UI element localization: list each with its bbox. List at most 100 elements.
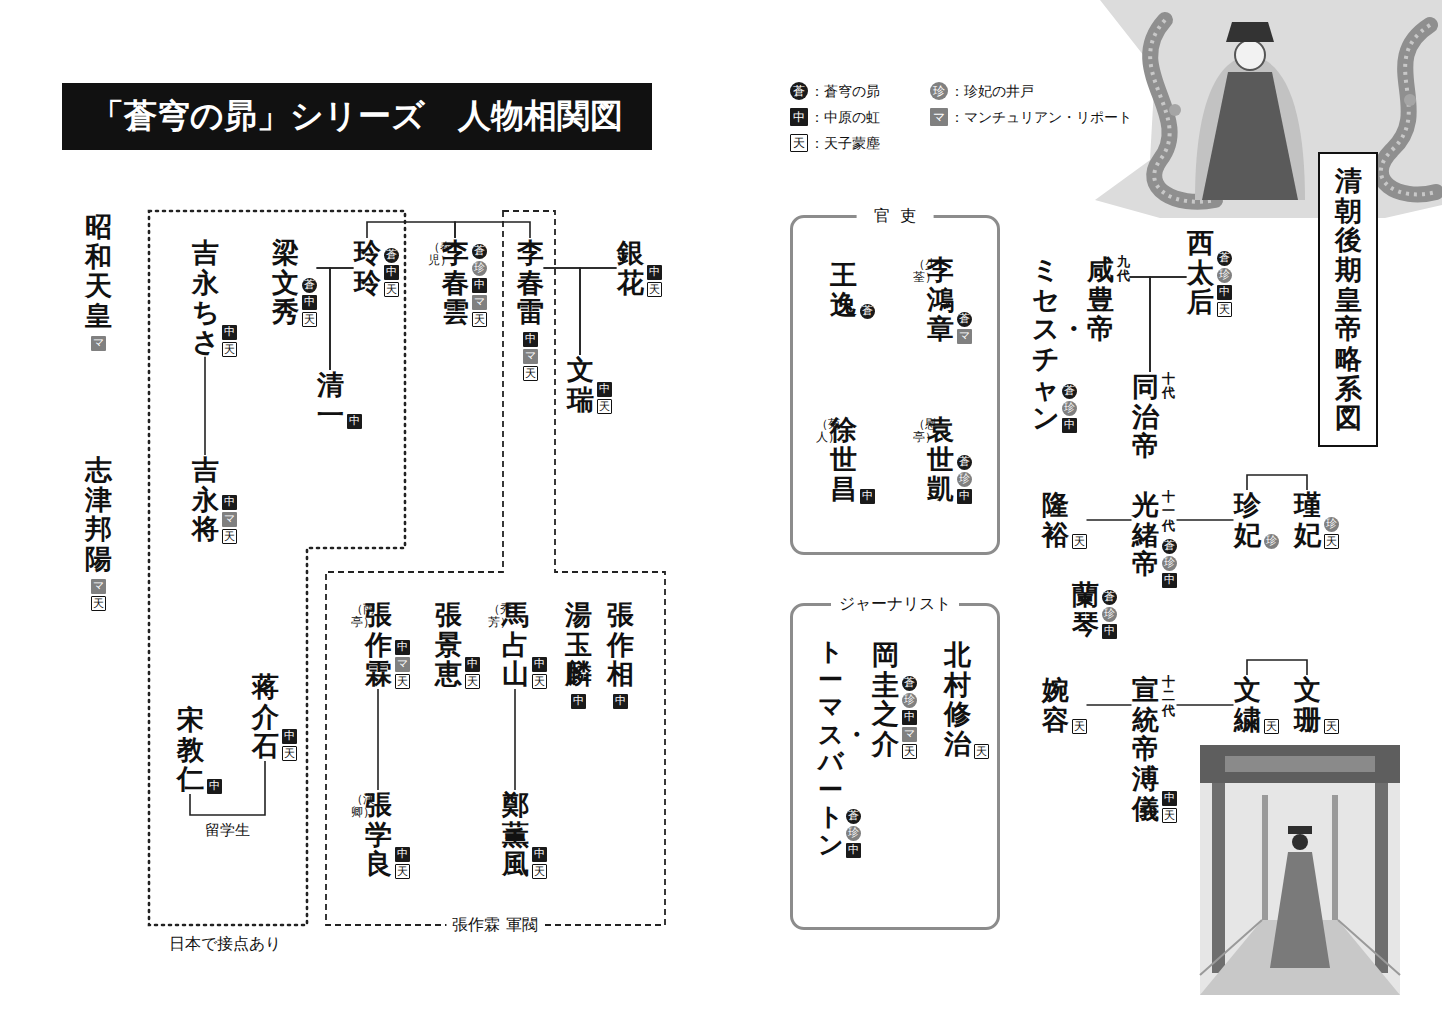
person-name: 吉永将 [192,455,219,544]
person-node: ミセス・チャン蒼珍中 [1032,255,1077,433]
source-badge: 天 [1264,719,1279,734]
badge-column: 蒼珍中天 [1217,249,1232,317]
throne [1195,55,1305,200]
reading-name: （慰亭） [913,418,925,444]
source-badge: 天 [902,744,917,759]
source-badge: 中 [302,295,317,310]
badge-column: 中マ天 [395,638,410,689]
source-badge: マ [91,336,106,351]
source-badge: マ [222,512,237,527]
person-name: 宣統帝溥儀 [1132,675,1159,823]
person-name: 瑾妃 [1294,490,1321,549]
source-badge: 蒼 [384,248,399,263]
person-name: 宋教仁 [177,705,204,794]
person-node: （秀芳）馬占山中天 [488,600,547,689]
region-label: 日本で接点あり [163,934,287,954]
legend-symbol: 珍 [933,83,945,99]
source-badge: 中 [282,729,297,744]
badge-column: 蒼マ [957,310,972,344]
badge-column: 蒼珍中 [957,453,972,504]
source-badge: 珍 [957,472,972,487]
badge-column: 中マ天 [523,330,538,381]
source-badge: 天 [1324,719,1339,734]
person-name: 文珊 [1294,675,1321,734]
badge-column: 中天 [1162,789,1177,823]
side-column: 天 [1264,675,1279,734]
badge-column: 珍 [1264,532,1279,549]
source-badge: 天 [1072,719,1087,734]
person-node: 文珊天 [1294,675,1339,734]
person-node: （少荃）李鴻章蒼マ [913,255,972,344]
badge-column: マ天 [91,577,106,611]
reading-name: （菊人） [816,418,828,444]
person-name: 同治帝 [1132,372,1159,461]
person-name: 蒋介石 [252,672,279,761]
legend-swatch: 蒼 [790,82,808,100]
person-node: 吉永将中マ天 [192,455,237,544]
person-name: 張作相 [607,600,634,689]
side-column: 蒼珍中 [957,415,972,504]
source-badge: 蒼 [957,312,972,327]
legend-text: ：天子蒙塵 [810,134,880,152]
person-name: 文瑞 [567,355,594,414]
source-badge: 中 [384,265,399,280]
relation-line [1177,704,1234,706]
person-node: 鄭薫風中天 [502,790,547,879]
badge-column: 蒼 [860,302,875,319]
person-node: 岡 圭之介蒼珍中マ天 [872,640,917,759]
relation-line [1087,704,1132,706]
source-badge: 天 [1324,534,1339,549]
person-node: 梁文秀蒼中天 [272,238,317,327]
source-badge: 天 [222,342,237,357]
palace-pillar [1332,795,1338,920]
source-badge: 天 [465,674,480,689]
person-node: トーマス・バートン蒼珍中 [818,638,861,858]
badge-column: 蒼珍中 [1062,382,1077,433]
box-heading: ジャーナリスト [831,594,959,614]
person-name: 珍妃 [1234,490,1261,549]
badge-column: マ [91,334,106,351]
edge-label: 留学生 [202,821,253,839]
person-node: 李春雷中マ天 [517,238,544,381]
side-column: 十一代蒼珍中 [1162,490,1177,588]
source-badge: 蒼 [1062,384,1077,399]
generation-label: 十二代 [1162,675,1175,718]
source-badge: 中 [465,657,480,672]
badge-column: 蒼珍中 [1102,588,1117,639]
badge-column: 中 [347,412,362,429]
legend-text: ：珍妃の井戸 [950,82,1034,100]
source-badge: 中 [647,265,662,280]
badge-column: 天 [1072,717,1087,734]
source-badge: 珍 [1062,401,1077,416]
source-badge: 珍 [472,261,487,276]
person-node: 西太后蒼珍中天 [1187,228,1232,317]
group-box: 官吏（少荃）李鴻章蒼マ王逸蒼（慰亭）袁世凱蒼珍中（菊人）徐世昌中 [790,215,1000,555]
side-column: 中天 [465,600,480,689]
side-column: 中天 [395,790,410,879]
legend-text: ：中原の虹 [810,108,880,126]
region-border [149,211,405,925]
badge-column: 中天 [597,380,612,414]
source-badge: 中 [1162,573,1177,588]
side-column: 蒼珍中マ天 [902,640,917,759]
side-column: 蒼中天 [384,238,399,297]
side-column: 中天 [532,600,547,689]
legend-swatch: 天 [790,134,808,152]
source-badge: 珍 [1324,517,1339,532]
source-badge: 天 [91,596,106,611]
person-name: 文繍 [1234,675,1261,734]
person-node: 文繍天 [1234,675,1279,734]
source-badge: マ [472,295,487,310]
region-label: 張作霖 軍閥 [446,915,543,935]
person-node: （春児）李春雲蒼珍中マ天 [428,238,487,327]
source-badge: 天 [395,864,410,879]
source-badge: 中 [472,278,487,293]
person-node: 蘭琴蒼珍中 [1072,580,1117,639]
side-column: 珍 [1264,490,1279,549]
badge-column: 中天 [532,845,547,879]
person-name: ミセス・チャン [1032,255,1059,433]
person-node: 宣統帝溥儀十二代中天 [1132,675,1177,823]
source-badge: 珍 [1162,556,1177,571]
person-name: 鄭薫風 [502,790,529,879]
